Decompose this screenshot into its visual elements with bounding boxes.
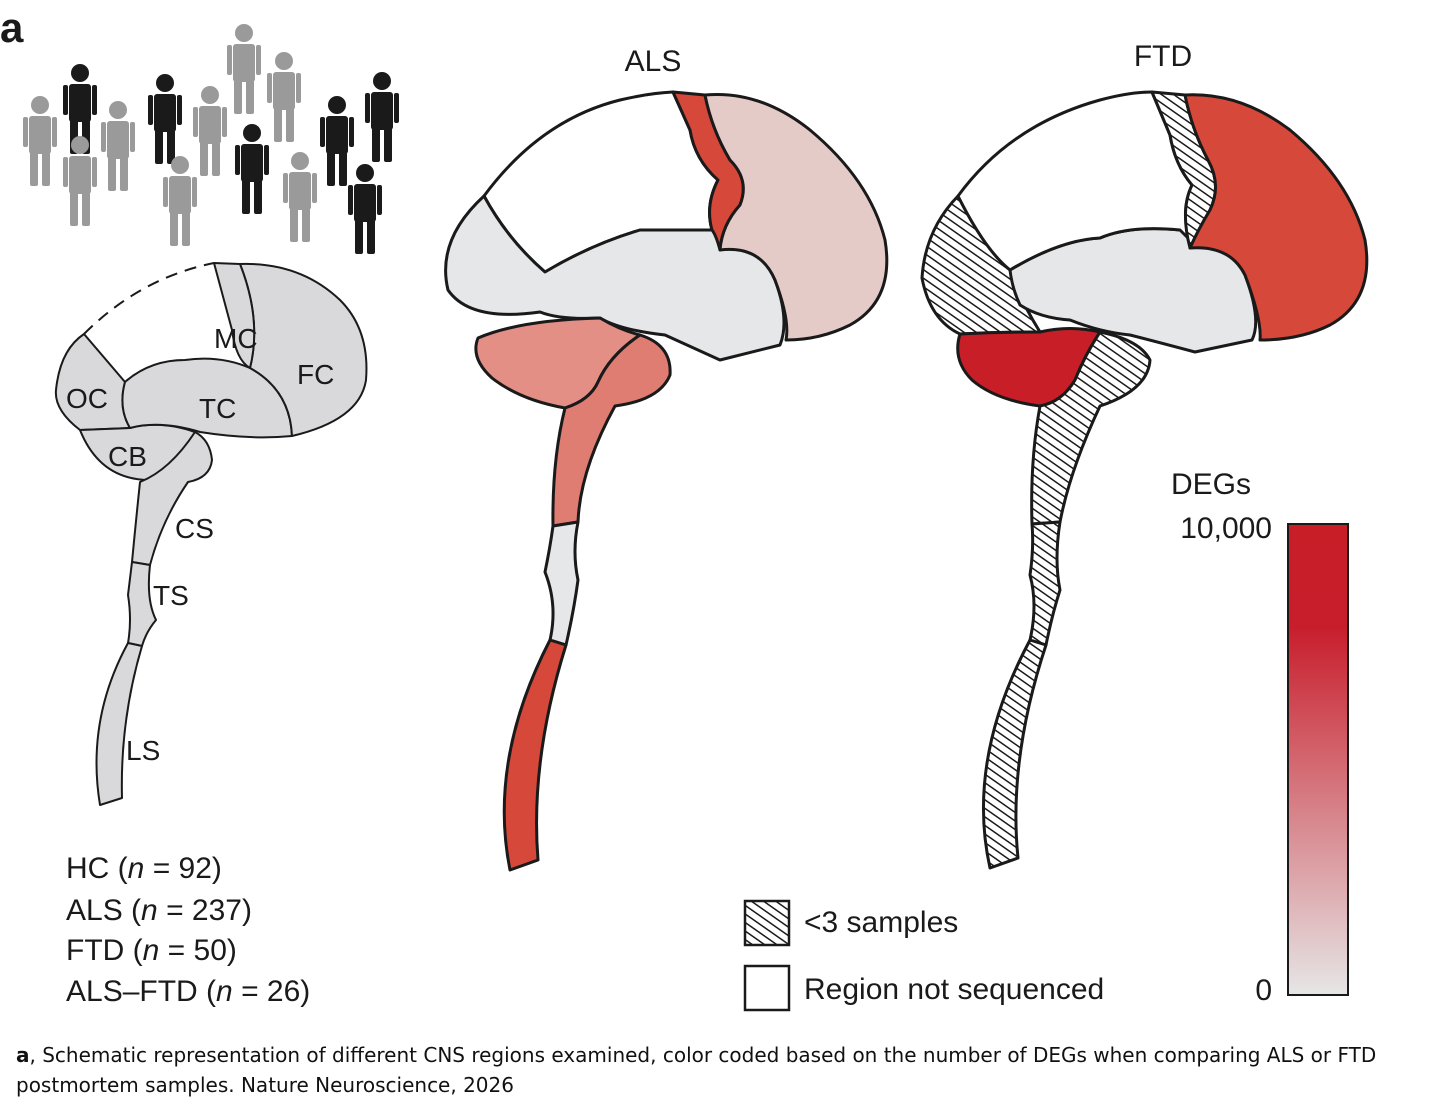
panel-label: a: [0, 4, 24, 51]
ref-region-mc: [213, 262, 256, 369]
ref-label-tc: TC: [199, 393, 236, 424]
ref-region-ts: [127, 561, 157, 647]
ref-label-mc: MC: [214, 323, 258, 354]
legend-not-sequenced-swatch: [743, 964, 791, 1012]
ref-label-oc: OC: [66, 383, 108, 414]
ref-label-cs: CS: [175, 513, 214, 544]
ftd-region-lumbar: [982, 638, 1048, 870]
ftd-brain: [920, 90, 1369, 870]
ref-region-cs: [131, 431, 213, 566]
ftd-brain-title: FTD: [1134, 40, 1192, 73]
cohort-list: HC (n = 92) ALS (n = 237) FTD (n = 50) A…: [66, 852, 310, 1008]
colorbar: DEGs 10,000 0: [1171, 468, 1349, 1007]
legend-hatched-swatch: [743, 899, 791, 947]
cohort-als-ftd: ALS–FTD (n = 26): [66, 975, 310, 1008]
colorbar-title: DEGs: [1171, 468, 1251, 501]
figure-canvas: a MC FC OC TC CB CS TS LS: [0, 4, 1369, 1012]
reference-region-labels: MC FC OC TC CB CS TS LS: [66, 323, 334, 766]
colorbar-min-label: 0: [1255, 974, 1272, 1007]
cohort-hc: HC (n = 92): [66, 852, 222, 885]
reference-brain: [54, 262, 368, 806]
caption-text: , Schematic representation of different …: [16, 1043, 1377, 1097]
ref-region-oc: [54, 333, 131, 431]
ftd-region-frontal: [1183, 93, 1369, 342]
ref-label-cb: CB: [108, 441, 147, 472]
cohort-als: ALS (n = 237): [66, 894, 252, 927]
colorbar-gradient: [1287, 523, 1349, 996]
people-crowd-icon: [23, 24, 399, 254]
als-region-thoracic: [543, 520, 580, 647]
figure-caption: a, Schematic representation of different…: [16, 1040, 1416, 1100]
ref-region-ls: [95, 642, 143, 806]
als-region-temporal: [444, 194, 786, 362]
legend: <3 samples Region not sequenced: [743, 899, 1104, 1012]
legend-hatched-label: <3 samples: [804, 906, 958, 939]
als-brain: [444, 90, 889, 872]
als-brain-title: ALS: [625, 45, 682, 78]
ftd-region-thoracic: [1028, 520, 1062, 647]
colorbar-max-label: 10,000: [1180, 512, 1272, 545]
als-region-lumbar: [502, 638, 568, 872]
cohort-ftd: FTD (n = 50): [66, 934, 237, 967]
ref-label-ls: LS: [126, 735, 160, 766]
ref-label-ts: TS: [153, 580, 189, 611]
ref-label-fc: FC: [297, 359, 334, 390]
ref-occipital-dashed-outline: [83, 262, 215, 335]
caption-lead: a: [16, 1043, 30, 1067]
legend-not-sequenced-label: Region not sequenced: [804, 973, 1104, 1006]
als-region-frontal: [703, 92, 889, 342]
